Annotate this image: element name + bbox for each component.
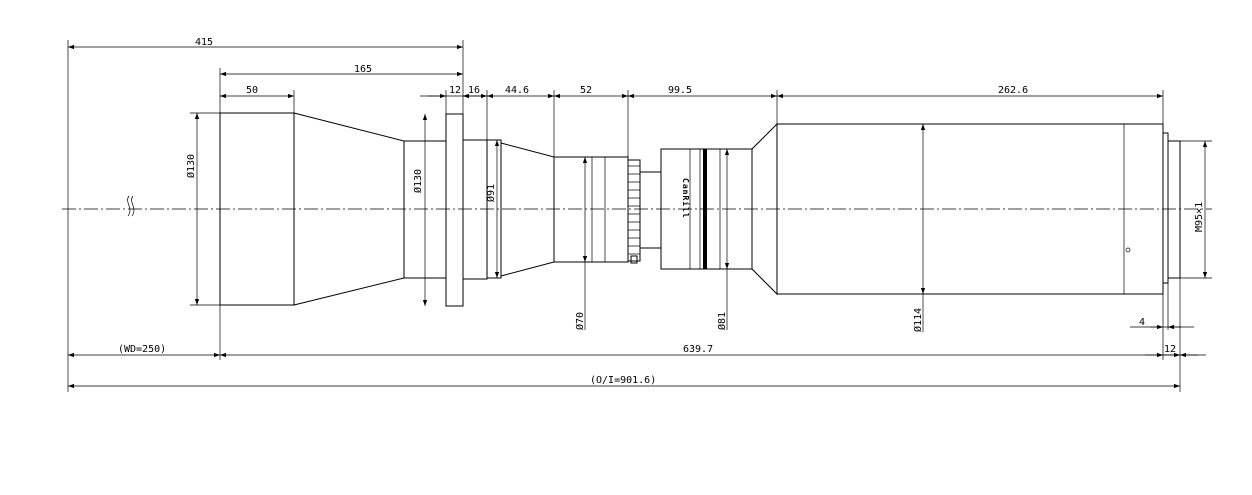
- knurl-marks: [628, 165, 640, 255]
- dim-99-5: 99.5: [668, 85, 692, 96]
- dia-cone-label: Ø91: [485, 184, 497, 202]
- dia-mid-label: Ø70: [574, 312, 586, 330]
- dia-rear-label: Ø114: [912, 308, 924, 332]
- lock-knob: [630, 255, 638, 264]
- screw-hole: [1125, 247, 1131, 253]
- dim-262-6: 262.6: [998, 85, 1028, 96]
- dim-4: 4: [1139, 317, 1145, 328]
- dia-focus-label: Ø81: [716, 312, 728, 330]
- dim-12-flange: 12: [449, 85, 461, 96]
- dia-flange-label: Ø130: [412, 169, 424, 193]
- neck: [639, 171, 662, 249]
- dim-44-6: 44.6: [505, 85, 529, 96]
- lens-body: CanRill: [219, 112, 1181, 307]
- dim-50: 50: [246, 85, 258, 96]
- dim-16: 16: [468, 85, 480, 96]
- dim-639-7: 639.7: [683, 344, 713, 355]
- mount-lip: [1162, 132, 1169, 284]
- dim-415: 415: [195, 37, 213, 48]
- mount-thread: [1167, 140, 1181, 279]
- second-cone: [500, 142, 555, 277]
- dia-front-label: Ø130: [185, 154, 197, 178]
- linear-dims: 415 165 50 12 16 44.6 52 99.5 262.6 4: [68, 37, 1206, 389]
- brand-label: CanRill: [681, 178, 691, 219]
- dim-oi: (O/I=901.6): [590, 375, 656, 386]
- flange: [445, 113, 464, 307]
- flange-spacer: [462, 139, 488, 280]
- mid-section: [553, 156, 629, 263]
- break-symbol: [127, 195, 135, 217]
- extension-lines: [67, 40, 1181, 392]
- small-ring: [486, 139, 502, 279]
- mount-thread-label: M95×1: [1194, 202, 1205, 232]
- dim-52: 52: [580, 85, 592, 96]
- dim-wd: (WD=250): [118, 344, 166, 355]
- dim-12-mount: 12: [1164, 344, 1176, 355]
- diameter-dims: Ø130 Ø130 Ø91 Ø70 Ø81 Ø114 M95×1: [185, 112, 1212, 332]
- dim-165: 165: [354, 64, 372, 75]
